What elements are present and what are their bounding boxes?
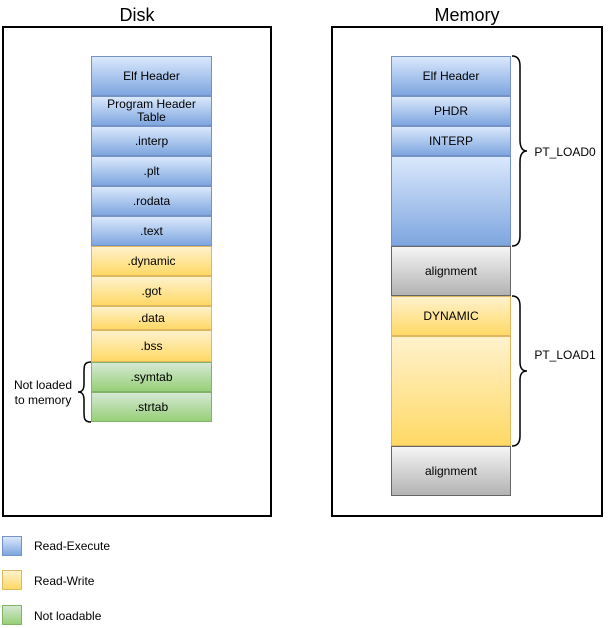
disk-section-plt: .plt bbox=[91, 156, 212, 186]
memory-segment-dynamic: DYNAMIC bbox=[391, 296, 511, 336]
disk-section-bss: .bss bbox=[91, 330, 212, 362]
memory-segment-elf-header: Elf Header bbox=[391, 56, 511, 96]
pt-load0-label: PT_LOAD0 bbox=[534, 145, 596, 159]
pt-load1-label: PT_LOAD1 bbox=[534, 348, 596, 362]
memory-segment-load0-body bbox=[391, 156, 511, 246]
disk-section-rodata: .rodata bbox=[91, 186, 212, 216]
legend-label-not-loadable: Not loadable bbox=[34, 609, 102, 623]
memory-segment-load1-body bbox=[391, 336, 511, 446]
memory-segment-alignment-1: alignment bbox=[391, 246, 511, 296]
disk-section-interp: .interp bbox=[91, 126, 212, 156]
legend-swatch-not-loadable bbox=[2, 605, 22, 625]
disk-title: Disk bbox=[119, 5, 155, 25]
disk-section-elf-header: Elf Header bbox=[91, 56, 212, 96]
legend-label-read-execute: Read-Execute bbox=[34, 539, 111, 553]
disk-section-text: .text bbox=[91, 216, 212, 246]
legend-swatch-read-write bbox=[2, 570, 22, 590]
memory-segment-interp: INTERP bbox=[391, 126, 511, 156]
disk-section-dynamic: .dynamic bbox=[91, 246, 212, 276]
memory-segment-alignment-2: alignment bbox=[391, 446, 511, 496]
disk-section-program-header-table: Program Header Table bbox=[91, 96, 212, 126]
legend-swatch-read-execute bbox=[2, 536, 22, 556]
memory-segment-phdr: PHDR bbox=[391, 96, 511, 126]
legend-label-read-write: Read-Write bbox=[34, 574, 95, 588]
memory-title: Memory bbox=[434, 5, 500, 25]
disk-section-data: .data bbox=[91, 306, 212, 330]
disk-section-symtab: .symtab bbox=[91, 362, 212, 392]
disk-section-got: .got bbox=[91, 276, 212, 306]
disk-section-strtab: .strtab bbox=[91, 392, 212, 422]
not-loaded-label: Not loaded to memory bbox=[13, 378, 73, 407]
